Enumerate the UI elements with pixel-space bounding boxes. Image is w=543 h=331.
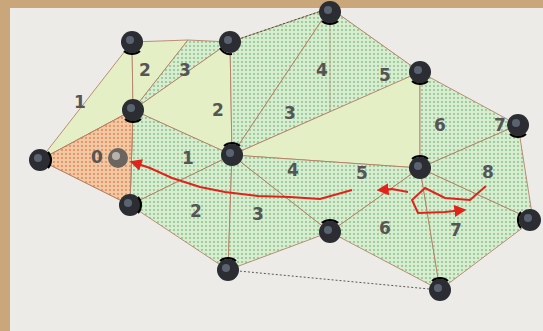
frame-left xyxy=(0,0,10,331)
frame-top xyxy=(0,0,543,8)
callout-number: 3 xyxy=(252,206,264,223)
triangulation xyxy=(40,8,533,290)
dashed-link xyxy=(228,270,440,290)
callout-number: 1 xyxy=(74,94,86,111)
callout-number: 4 xyxy=(287,162,299,179)
callout-number: 7 xyxy=(494,117,506,134)
callout-number: 0 xyxy=(91,149,103,166)
callout-number: 2 xyxy=(190,203,202,220)
robots xyxy=(29,1,541,301)
callout-number: 6 xyxy=(379,220,391,237)
callout-number: 8 xyxy=(482,164,494,181)
callout-number: 7 xyxy=(450,222,462,239)
callout-number: 2 xyxy=(212,102,224,119)
callout-number: 1 xyxy=(182,150,194,167)
callout-number: 4 xyxy=(316,62,328,79)
callout-number: 5 xyxy=(356,165,368,182)
callout-number: 5 xyxy=(379,67,391,84)
callout-number: 6 xyxy=(434,117,446,134)
robot-route xyxy=(132,162,486,213)
callout-number: 3 xyxy=(284,105,296,122)
callout-number: 3 xyxy=(179,62,191,79)
dashed-link xyxy=(230,8,330,42)
callout-number: 2 xyxy=(139,62,151,79)
